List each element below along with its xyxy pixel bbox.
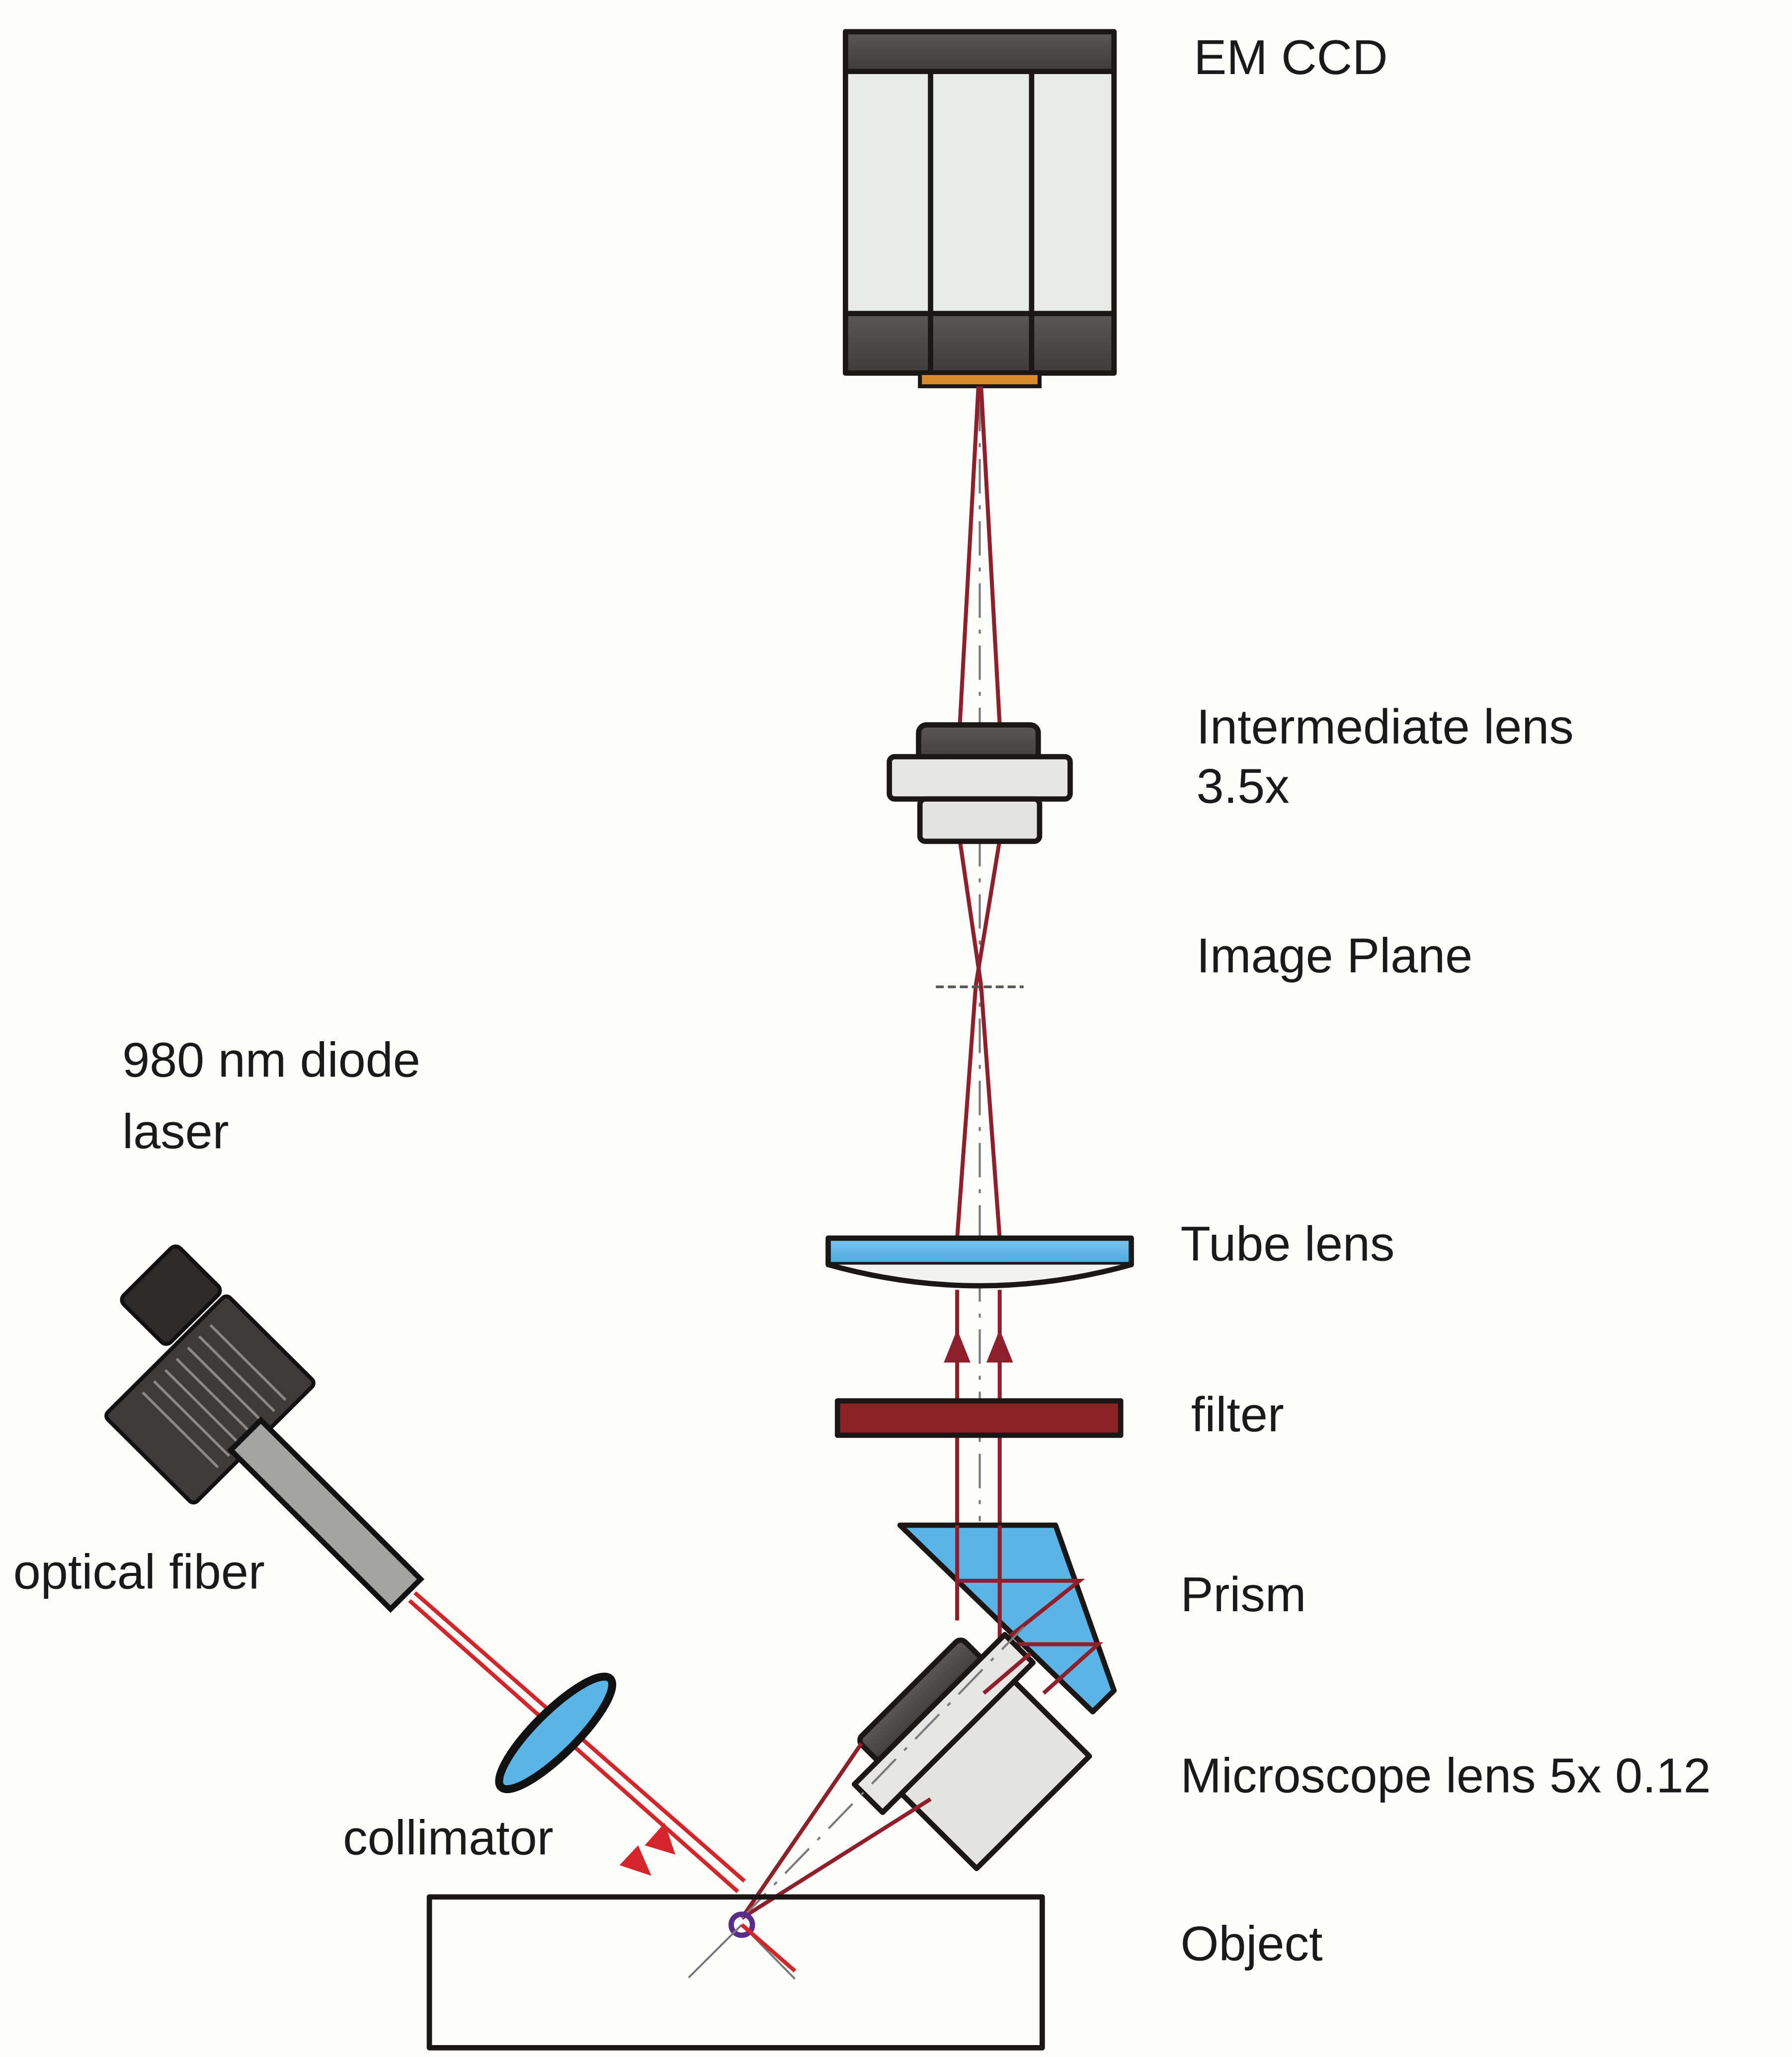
arrow-down-icon	[645, 1822, 675, 1855]
object-sample	[426, 1894, 1045, 2051]
arrow-down-icon	[619, 1845, 652, 1876]
microscope-lens	[851, 1632, 1092, 1871]
arrow-up-icon	[944, 1329, 971, 1363]
emission-ray-upper	[958, 386, 1002, 725]
label-collimator: collimator	[343, 1810, 553, 1865]
emission-ray-lower	[955, 985, 1002, 1238]
label-filter: filter	[1191, 1387, 1284, 1442]
prism	[897, 1522, 1117, 1715]
label-intermediate-lens: Intermediate lens	[1197, 699, 1574, 754]
label-object: Object	[1180, 1916, 1322, 1971]
arrow-up-icon	[986, 1329, 1013, 1363]
emission-ray-middle	[958, 839, 1002, 986]
sample-spot	[728, 1911, 755, 1938]
label-optical-fiber: optical fiber	[13, 1545, 265, 1599]
filter	[834, 1398, 1124, 1438]
ccd-bottom-band	[842, 311, 1117, 376]
collimator-lens	[495, 1672, 617, 1794]
label-prism: Prism	[1180, 1567, 1306, 1622]
em-ccd-camera	[842, 29, 1117, 389]
label-laser: 980 nm diode	[122, 1033, 420, 1087]
label-laser-2: laser	[122, 1104, 229, 1159]
label-em-ccd: EM CCD	[1194, 30, 1387, 84]
optical-fiber	[227, 1416, 425, 1613]
intermediate-lens	[887, 722, 1073, 844]
ccd-sensor	[918, 371, 1042, 389]
label-microscope-lens: Microscope lens 5x 0.12	[1180, 1748, 1711, 1803]
label-tube-lens: Tube lens	[1180, 1217, 1394, 1271]
label-intermediate-lens-mag: 3.5x	[1197, 759, 1290, 814]
tube-lens	[825, 1235, 1134, 1289]
ccd-top-band	[842, 29, 1117, 75]
diode-laser	[104, 1244, 316, 1505]
label-image-plane: Image Plane	[1197, 928, 1473, 983]
optical-axis-objective	[741, 1626, 1025, 1919]
